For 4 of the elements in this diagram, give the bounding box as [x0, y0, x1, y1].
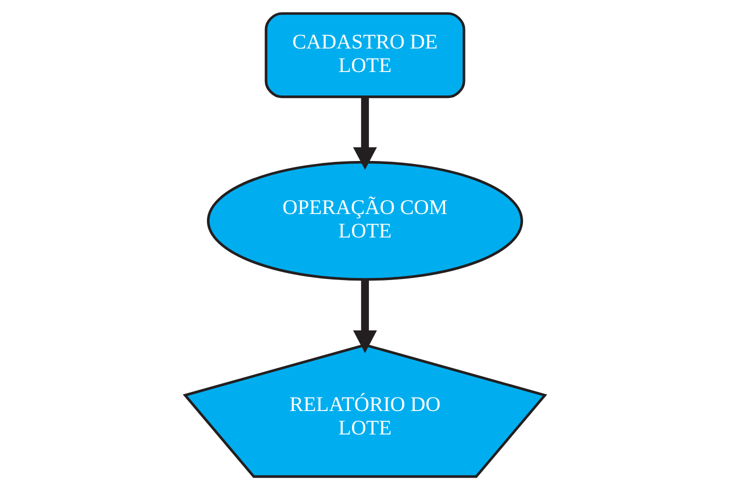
- arrow: [352, 280, 376, 354]
- arrow: [352, 96, 376, 170]
- node-box: CADASTRO DE LOTE: [264, 12, 465, 98]
- node-ellipse: OPERAÇÃO COM LOTE: [206, 160, 523, 281]
